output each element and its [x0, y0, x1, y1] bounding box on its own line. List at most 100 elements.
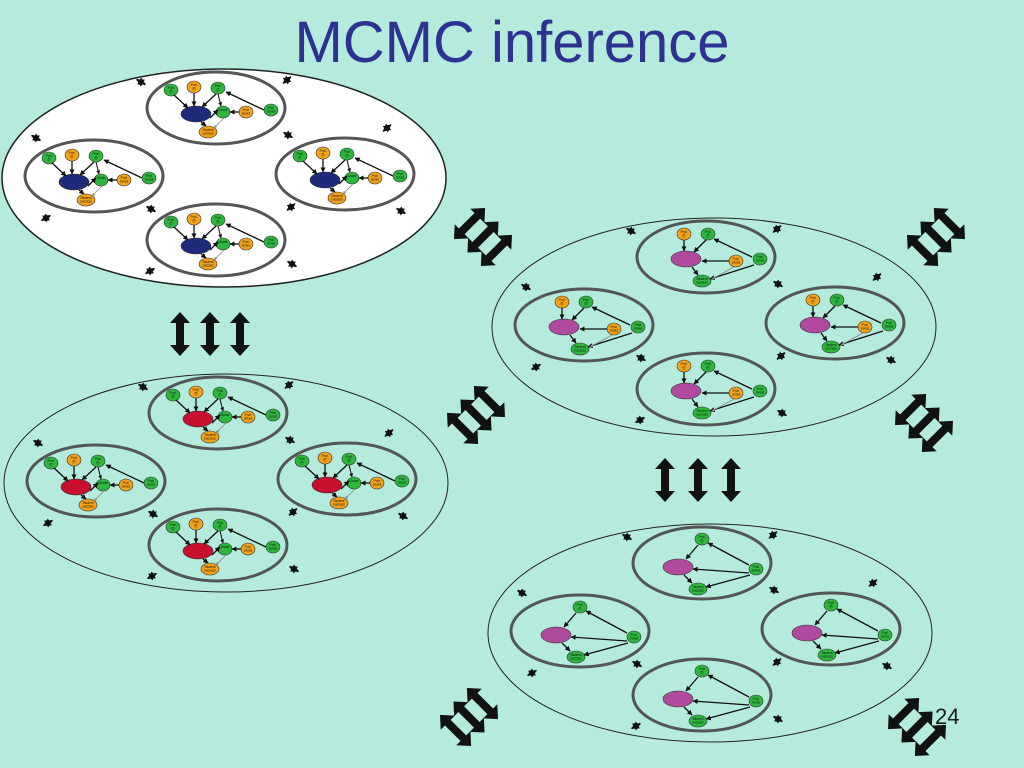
intelligence-node: [540, 626, 572, 644]
professor-node-label: Prof.(f): [297, 152, 304, 160]
grade-node: Grade: [344, 171, 360, 185]
double-headed-arrow-icon: [921, 420, 953, 452]
dependency-arrow: [570, 634, 628, 642]
dependency-arrow: [331, 492, 338, 498]
model-instance: Prof.(f)Prof.(f)Prof.(f)Prof.JonesProf.J…: [145, 70, 287, 146]
professor-node-label: Prof.(f): [191, 83, 198, 91]
dependency-arrow: [209, 241, 219, 251]
dependency-arrow: [103, 159, 143, 179]
double-headed-arrow-icon: [284, 380, 294, 390]
intelligence-node: [180, 105, 212, 123]
dependency-arrow: [569, 334, 577, 344]
double-headed-arrow-icon: [397, 511, 409, 521]
double-headed-arrow-icon: [772, 224, 782, 234]
professor-node: Prof.Jones: [263, 235, 279, 249]
double-headed-arrow-icon: [284, 435, 296, 445]
sample-group-c: Prof.(f)Prof.(f)Prof.JonesProf.JonesStud…: [491, 217, 937, 437]
intelligence-node: [60, 478, 92, 496]
dependency-arrow: [173, 94, 189, 109]
professor-node-label: Prof.Jones: [267, 106, 276, 114]
professor-node: Prof.Jones: [238, 105, 254, 119]
dependency-arrow: [692, 566, 750, 574]
dependency-arrow: [217, 93, 223, 107]
dependency-arrow: [348, 464, 354, 478]
double-headed-arrow-icon: [635, 353, 647, 363]
professor-node: Prof.Jones: [116, 173, 132, 187]
double-headed-arrow-icon: [630, 721, 642, 731]
dependency-arrow: [713, 370, 753, 390]
professor-node: Prof.(f): [694, 532, 710, 546]
dependency-arrow: [561, 642, 571, 652]
double-headed-arrow-icon: [920, 221, 952, 253]
dependency-arrow: [213, 117, 225, 129]
dependency-arrow: [836, 608, 879, 632]
double-headed-arrow-icon: [768, 585, 780, 595]
professor-node-label: Prof.Jones: [732, 257, 741, 265]
professor-node-label: Prof.Jones: [756, 387, 765, 395]
professor-node-label: Prof.(f): [170, 391, 177, 399]
dependency-arrow: [685, 544, 699, 560]
grade-node-label: Grade: [221, 413, 230, 417]
professor-node: Prof.Jones: [857, 320, 873, 334]
double-headed-arrow-icon: [908, 407, 940, 439]
double-headed-arrow-icon: [772, 657, 782, 667]
professor-node: Prof.Jones: [118, 478, 134, 492]
professor-node: Prof.Jones: [240, 410, 256, 424]
double-headed-arrow-icon: [772, 714, 784, 724]
professor-node: Prof.(f): [676, 359, 692, 373]
double-headed-arrow-icon: [772, 279, 784, 289]
professor-node-label: Prof.Jones: [881, 631, 890, 639]
grade-node-label: Grade: [219, 240, 228, 244]
dependency-arrow: [563, 612, 577, 628]
grade-node: Grade: [217, 542, 233, 556]
professor-node-label: Prof.(f): [810, 296, 817, 304]
double-headed-arrow-icon: [776, 408, 788, 418]
dependency-arrow: [814, 610, 828, 626]
double-headed-arrow-icon: [286, 259, 298, 269]
double-headed-arrow-icon: [625, 226, 637, 236]
intelligence-node: [58, 173, 90, 191]
dependency-arrow: [340, 480, 350, 490]
dependency-arrow: [78, 189, 85, 195]
dependency-arrow: [838, 330, 884, 347]
double-headed-arrow-icon: [282, 75, 292, 85]
professor-node: Prof.(f): [188, 517, 204, 531]
grade-node: Grade: [215, 237, 231, 251]
dependency-arrow: [709, 396, 755, 413]
professor-node-label: Prof.(f): [705, 362, 712, 370]
professor-node: Prof.Jones: [265, 540, 281, 554]
grade-node-label: Grade: [221, 545, 230, 549]
double-headed-arrow-icon: [526, 668, 538, 678]
dependency-arrow: [203, 530, 219, 545]
dependency-arrow: [81, 466, 97, 481]
dependency-arrow: [707, 674, 750, 698]
double-headed-arrow-icon: [895, 394, 927, 426]
dependency-arrow: [51, 162, 67, 177]
dependency-arrow: [219, 530, 225, 544]
professor-node: Prof.Jones: [630, 320, 646, 334]
dependency-arrow: [822, 305, 836, 319]
professor-node: Prof.(f): [212, 386, 228, 400]
professor-node: Prof.(f): [41, 151, 57, 165]
professor-node: Prof.(f): [165, 520, 181, 534]
professor-node: Prof.Jones: [240, 542, 256, 556]
professor-node-label: Prof.Jones: [634, 323, 643, 331]
model-instance: Prof.(f)Prof.(f)Prof.JonesProf.JonesStud…: [635, 219, 777, 295]
dependency-arrow: [215, 422, 227, 434]
double-headed-arrow-icon: [480, 234, 512, 266]
double-headed-arrow-icon: [286, 202, 296, 212]
dependency-arrow: [202, 558, 209, 564]
double-headed-arrow-icon: [282, 130, 294, 140]
slide-title: MCMC inference: [294, 10, 730, 75]
professor-node-label: Prof.(f): [344, 150, 351, 158]
double-headed-arrow-icon: [30, 133, 42, 143]
dependency-arrow: [711, 398, 735, 412]
professor-node-label: Prof.(f): [215, 84, 222, 92]
